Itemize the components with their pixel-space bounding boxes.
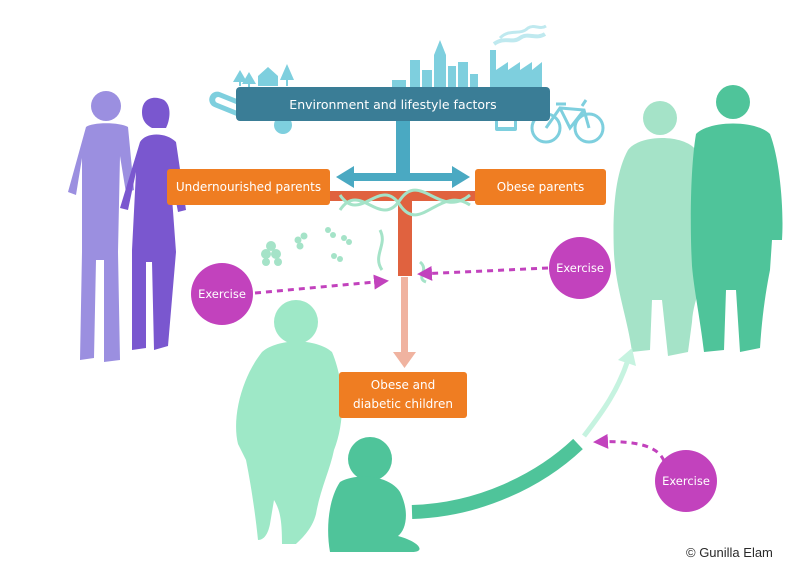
children-label-line2: diabetic children xyxy=(353,397,453,411)
child-silhouette xyxy=(236,300,343,544)
exercise-badge: Exercise xyxy=(191,263,253,325)
exercise-label: Exercise xyxy=(662,474,710,488)
exercise-badge: Exercise xyxy=(549,237,611,299)
environment-label: Environment and lifestyle factors xyxy=(289,96,497,112)
exercise-label: Exercise xyxy=(198,287,246,301)
undernourished-parents-box: Undernourished parents xyxy=(167,169,330,205)
thin-parents-silhouette xyxy=(68,91,186,362)
copyright-notice: © Gunilla Elam xyxy=(686,545,773,560)
obese-children-box: Obese and diabetic children xyxy=(339,372,467,418)
exercise-badge: Exercise xyxy=(655,450,717,512)
environment-stem xyxy=(396,121,410,173)
undernourished-label: Undernourished parents xyxy=(175,180,322,194)
factory-icon xyxy=(490,24,547,87)
exercise-arrows xyxy=(254,265,666,462)
obese-parents-silhouette xyxy=(613,85,783,356)
tree-icon xyxy=(233,64,294,87)
red-stem xyxy=(398,196,412,276)
obese-parents-box: Obese parents xyxy=(475,169,606,205)
growth-arrow xyxy=(411,348,636,519)
baby-silhouette xyxy=(328,437,420,552)
bidirectional-arrow xyxy=(336,166,470,188)
obese-parents-label: Obese parents xyxy=(496,180,585,194)
molecule-icon xyxy=(261,227,352,266)
children-label-line1: Obese and xyxy=(370,378,436,392)
down-arrow xyxy=(393,277,416,368)
environment-box: Environment and lifestyle factors xyxy=(236,87,550,121)
city-skyline-icon xyxy=(392,40,478,87)
house-icon xyxy=(258,67,278,86)
exercise-label: Exercise xyxy=(556,261,604,275)
